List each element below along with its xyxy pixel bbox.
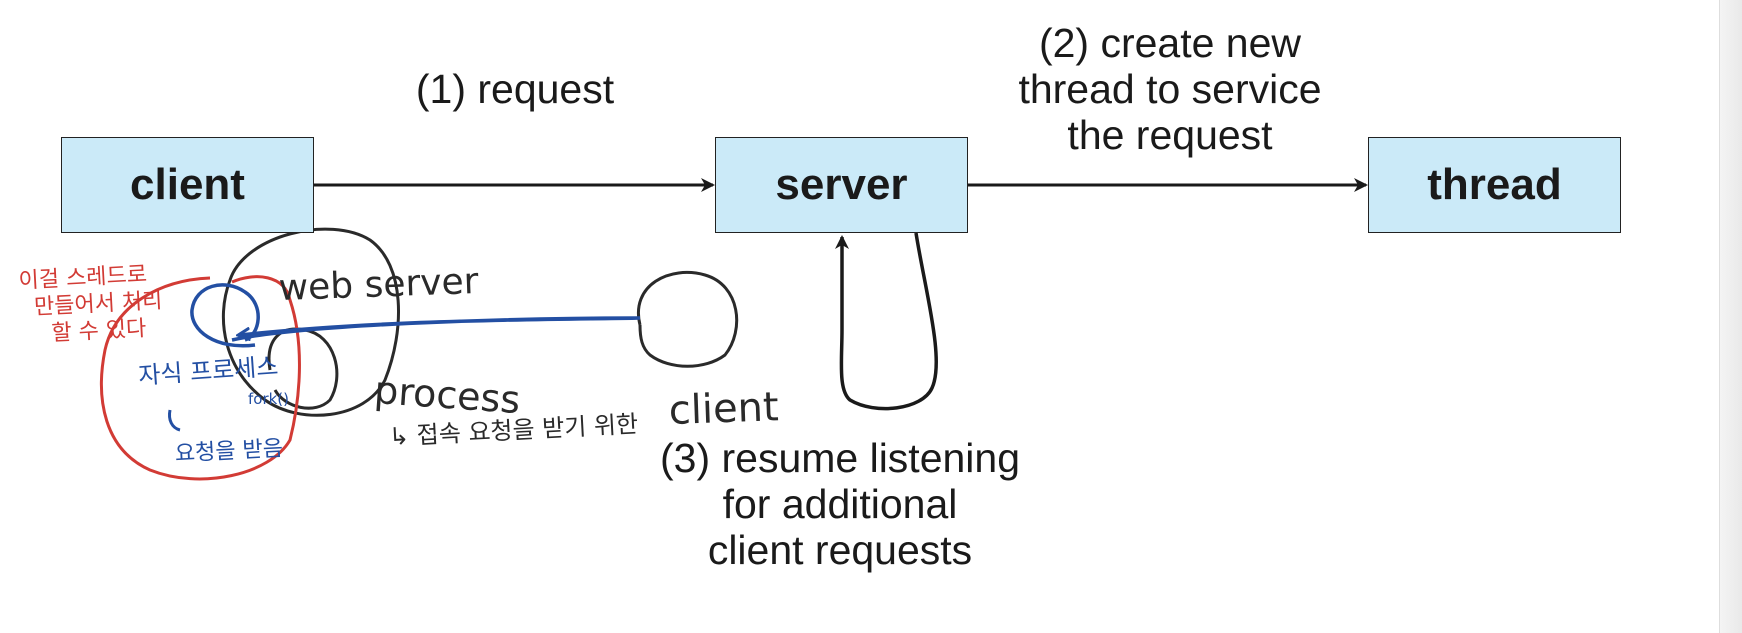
handwritten-web-server-note: web server [278,261,480,309]
resume-listening-label: (3) resume listening for additional clie… [610,435,1070,573]
handwritten-client-note: client [668,384,780,434]
resume-line-1: (3) resume listening [659,435,1021,481]
handwritten-blue-small-note: fork() [248,390,290,408]
request-label: (1) request [395,66,635,112]
client-box: client [61,137,314,233]
resume-line-2: for additional [722,481,958,527]
create-thread-line-1: (2) create new [1038,20,1302,66]
handwritten-big-circle [222,227,400,417]
create-thread-line-2: thread to service [1018,66,1322,112]
handwritten-red-circle [99,275,301,481]
page-edge [1719,0,1742,633]
request-label-text: (1) request [415,66,615,112]
create-thread-line-3: the request [1067,112,1273,158]
handwritten-blue-loop [190,283,260,348]
create-thread-label: (2) create new thread to service the req… [985,20,1355,158]
handwritten-red-note: 이걸 스레드로 만들어서 처리 할 수 있다 [18,261,164,349]
handwritten-blue-hook [168,409,181,432]
handwritten-client-circle [637,270,739,368]
handwritten-blue-arrow [231,316,641,342]
handwritten-blue-bottom-note: 요청을 받음 [174,436,284,467]
handwritten-small-circle [267,327,339,410]
thread-box: thread [1368,137,1621,233]
resume-line-3: client requests [707,527,973,573]
server-box: server [715,137,968,233]
arrow-loop-back-to-server [835,232,939,411]
